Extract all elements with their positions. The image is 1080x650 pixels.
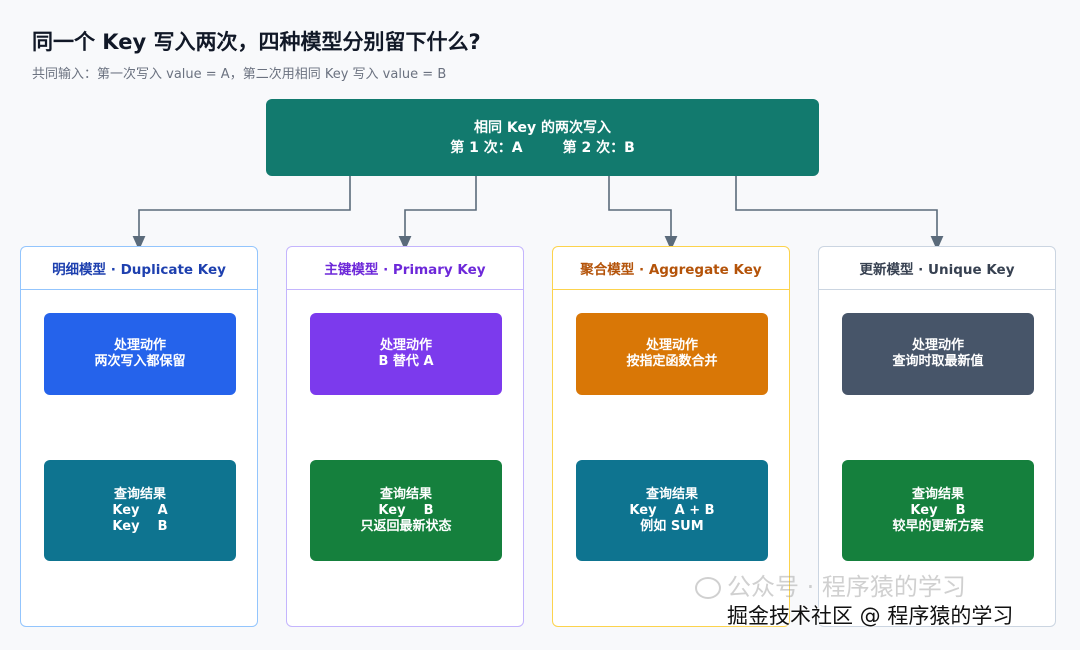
panel-primary-key: 主键模型 · Primary Key 处理动作 B 替代 A 查询结果 Key … [286,246,524,627]
result-line-2: Key B [112,518,168,534]
result-label: 查询结果 [113,486,166,502]
result-label: 查询结果 [911,486,964,502]
panel-header: 主键模型 · Primary Key [287,247,523,290]
root-node-same-key-writes: 相同 Key 的两次写入 第 1 次：A 第 2 次：B [266,99,819,176]
action-label: 处理动作 [113,338,166,353]
root-line1: 相同 Key 的两次写入 [474,119,611,136]
connector-unique [735,176,944,251]
action-box: 处理动作 B 替代 A [310,313,502,395]
wechat-icon [695,577,721,599]
action-text: B 替代 A [378,354,434,369]
panel-unique-key: 更新模型 · Unique Key 处理动作 查询时取最新值 查询结果 Key … [818,246,1056,627]
result-box: 查询结果 Key A Key B [44,460,236,561]
result-box: 查询结果 Key B 较早的更新方案 [842,460,1034,561]
footer-credit: 掘金技术社区 @ 程序猿的学习 [727,604,1014,628]
connector-duplicate [132,176,351,251]
connector-primary [398,176,477,251]
panel-duplicate-key: 明细模型 · Duplicate Key 处理动作 两次写入都保留 查询结果 K… [20,246,258,627]
action-text: 查询时取最新值 [892,354,984,369]
action-label: 处理动作 [379,338,432,353]
action-label: 处理动作 [645,338,698,353]
result-line-1: Key A [112,502,168,518]
action-box: 处理动作 查询时取最新值 [842,313,1034,395]
result-box: 查询结果 Key A + B 例如 SUM [576,460,768,561]
diagram-subtitle: 共同输入：第一次写入 value = A，第二次用相同 Key 写入 value… [32,67,447,82]
result-line-2: 较早的更新方案 [892,518,984,534]
diagram-title: 同一个 Key 写入两次，四种模型分别留下什么? [32,30,481,54]
result-line-1: Key B [378,502,434,518]
panel-aggregate-key: 聚合模型 · Aggregate Key 处理动作 按指定函数合并 查询结果 K… [552,246,790,627]
action-text: 两次写入都保留 [94,354,186,369]
watermark-text: 公众号 · 程序猿的学习 [727,573,966,601]
watermark: 公众号 · 程序猿的学习 [695,567,966,602]
panel-header: 聚合模型 · Aggregate Key [553,247,789,290]
action-box: 处理动作 两次写入都保留 [44,313,236,395]
root-first-write: 第 1 次：A [450,139,523,156]
action-box: 处理动作 按指定函数合并 [576,313,768,395]
panel-header: 更新模型 · Unique Key [819,247,1055,290]
action-text: 按指定函数合并 [626,354,718,369]
result-line-2: 只返回最新状态 [360,518,452,534]
result-line-1: Key B [910,502,966,518]
panel-header: 明细模型 · Duplicate Key [21,247,257,290]
result-line-1: Key A + B [629,502,715,518]
result-label: 查询结果 [645,486,698,502]
root-second-write: 第 2 次：B [562,139,635,156]
result-box: 查询结果 Key B 只返回最新状态 [310,460,502,561]
connector-aggregate [608,176,678,251]
result-label: 查询结果 [379,486,432,502]
result-line-2: 例如 SUM [640,518,704,534]
action-label: 处理动作 [911,338,964,353]
